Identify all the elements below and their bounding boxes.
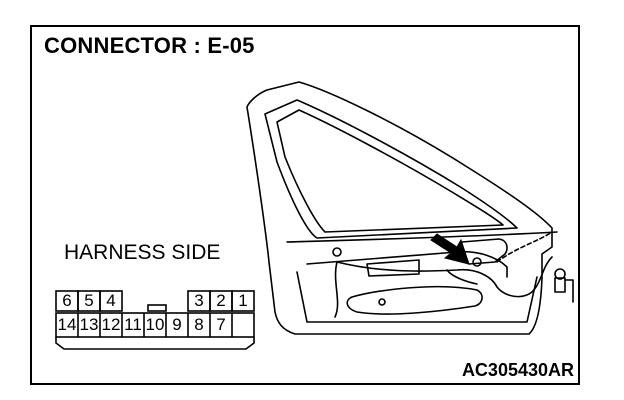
pin-9: 9	[172, 315, 182, 334]
connector-title: CONNECTOR : E-05	[44, 33, 255, 58]
pin-14: 14	[57, 315, 77, 334]
pin-1: 1	[238, 291, 248, 310]
pin-11: 11	[124, 315, 142, 334]
pin-2: 2	[216, 291, 226, 310]
arrow-indicator	[430, 233, 470, 265]
figure-code: AC305430AR	[461, 360, 574, 380]
pin-12: 12	[101, 315, 121, 334]
diagram-frame: CONNECTOR : E-05	[30, 25, 580, 385]
pin-3: 3	[194, 291, 204, 310]
harness-side-label: HARNESS SIDE	[64, 241, 221, 264]
pin-6: 6	[62, 291, 72, 310]
pin-5: 5	[84, 291, 94, 310]
pin-4: 4	[106, 291, 116, 310]
pin-8: 8	[194, 315, 204, 334]
door-illustration	[237, 72, 582, 352]
door-outline	[246, 81, 553, 335]
connector-face: 6 5 4 3 2 1 14 13 12 11 10 9 8 7	[54, 289, 264, 357]
pin-7: 7	[216, 315, 226, 334]
pin-13: 13	[79, 315, 99, 334]
pin-10: 10	[145, 315, 165, 334]
